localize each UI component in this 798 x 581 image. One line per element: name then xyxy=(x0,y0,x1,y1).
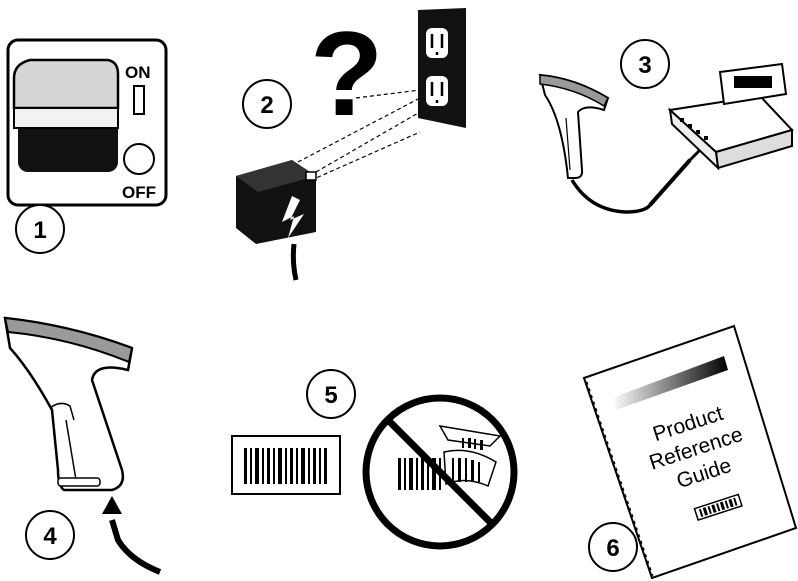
prohibited-icon xyxy=(366,398,514,546)
barcode-icon xyxy=(232,436,340,494)
step-4-insert-cable: 4 xyxy=(5,318,160,572)
step-6-number: 6 xyxy=(606,535,619,562)
step-3-connect-cable: 3 xyxy=(540,40,792,212)
question-mark-icon: ? xyxy=(310,7,383,141)
off-label: OFF xyxy=(122,183,156,202)
insert-arrow-icon xyxy=(102,496,160,572)
step-5-badge: 5 xyxy=(307,370,355,418)
power-adapter-icon xyxy=(236,160,316,280)
step-1-number: 1 xyxy=(33,217,46,244)
step-6-badge: 6 xyxy=(589,523,637,571)
barcode-scanner-icon xyxy=(5,318,132,490)
step-5-barcode-quality: 5 xyxy=(232,370,514,546)
step-2-number: 2 xyxy=(260,92,273,119)
step-6-reference-guide: Product Reference Guide 6 xyxy=(584,326,796,578)
step-2-power-supply: ? 2 xyxy=(236,7,466,280)
step-4-number: 4 xyxy=(43,523,57,550)
wall-outlet-icon xyxy=(418,8,466,128)
step-1-power-switch: ON OFF 1 xyxy=(8,40,166,253)
host-terminal-icon xyxy=(670,64,792,168)
step-3-number: 3 xyxy=(638,52,651,79)
step-3-badge: 3 xyxy=(621,40,669,88)
on-label: ON xyxy=(125,63,151,82)
step-5-number: 5 xyxy=(324,382,337,409)
step-2-badge: 2 xyxy=(243,80,291,128)
barcode-scanner-icon xyxy=(540,75,608,178)
step-4-badge: 4 xyxy=(26,511,74,559)
step-1-badge: 1 xyxy=(16,205,64,253)
